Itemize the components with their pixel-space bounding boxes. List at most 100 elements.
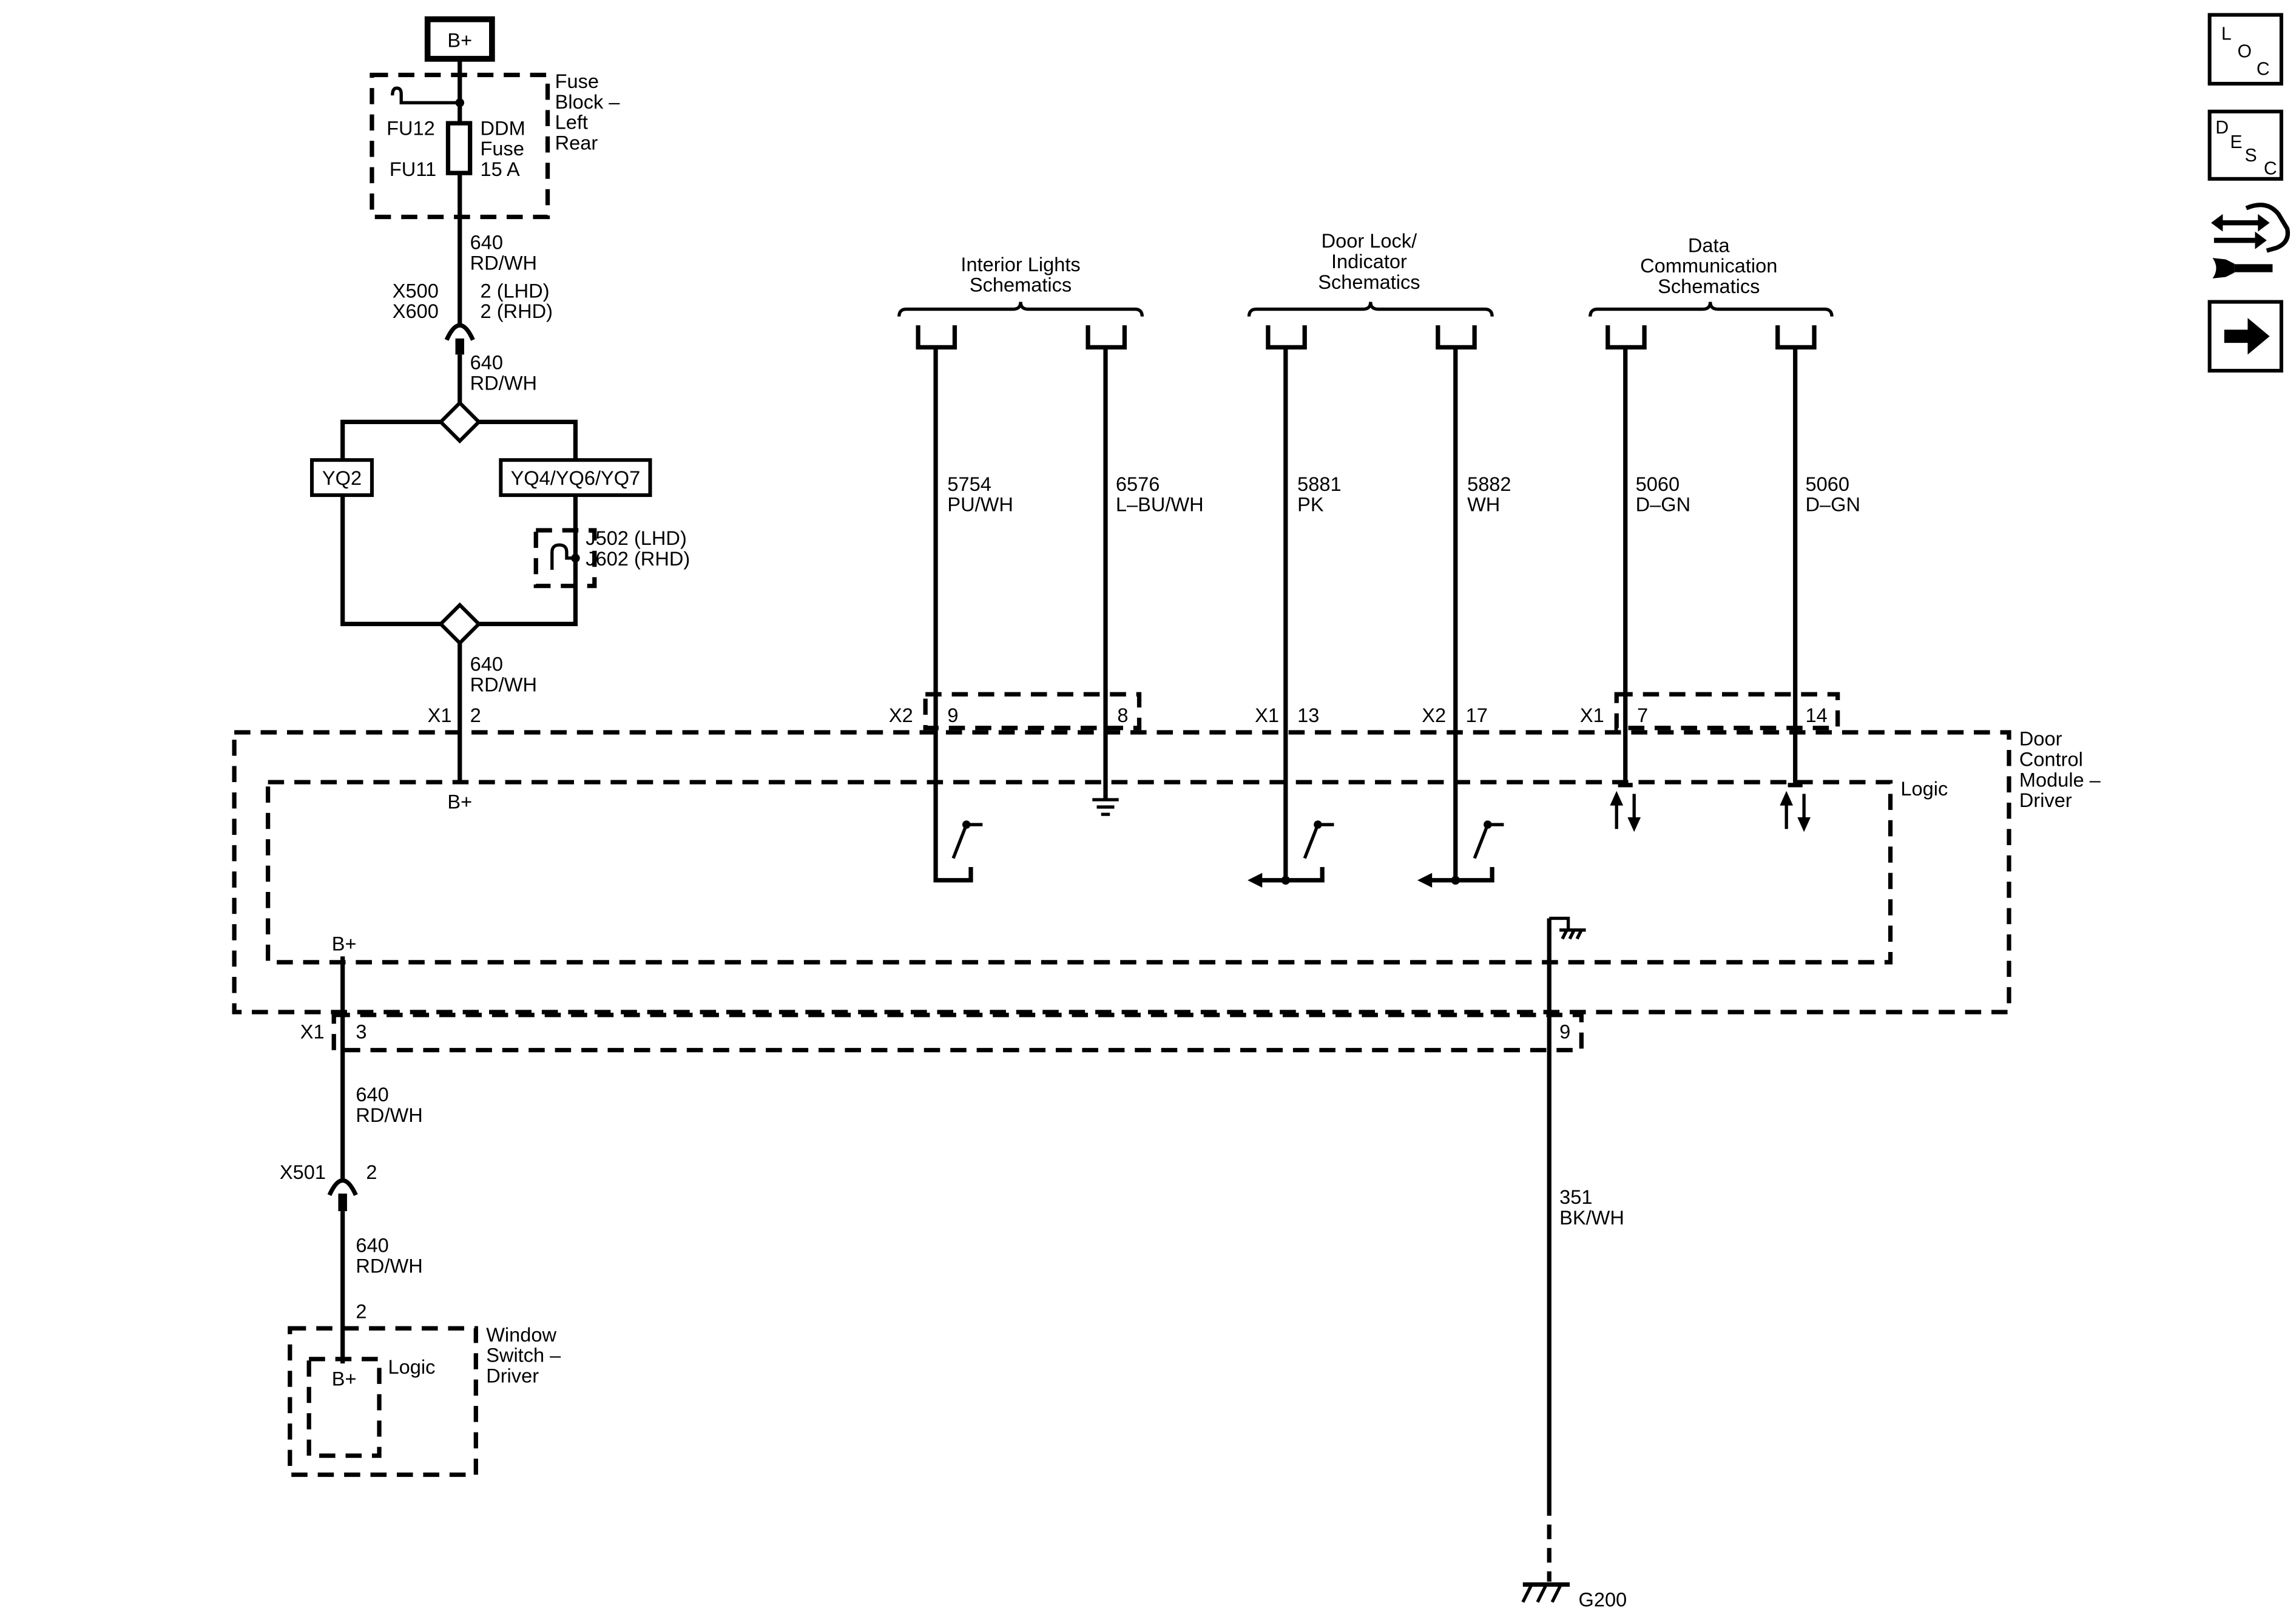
- inline-connector-x501: X501 2: [280, 1161, 377, 1212]
- power-source: B+: [424, 16, 495, 62]
- ground-name: G200: [1579, 1589, 1627, 1611]
- option-code-right: YQ4/YQ6/YQ7: [511, 467, 641, 489]
- wire-circuit-number: 640: [470, 653, 503, 675]
- module-pin-number: 13: [1297, 704, 1319, 726]
- connector-name: X500: [393, 280, 439, 302]
- diagnostic-icon[interactable]: [2211, 203, 2290, 279]
- module-name-line: Control: [2019, 749, 2083, 771]
- module-pin-number: 7: [1637, 704, 1648, 726]
- jumper-name: J502 (LHD): [586, 527, 687, 549]
- power-source-label: B+: [447, 30, 472, 52]
- module-connector-x2-outline: [923, 692, 1142, 731]
- reference-interior-lights[interactable]: Interior Lights Schematics: [897, 254, 1144, 349]
- wire-color-code: RD/WH: [356, 1255, 422, 1277]
- module-pin-number: 9: [947, 704, 958, 726]
- fuse-label-line: DDM: [481, 117, 525, 139]
- wrench-head: [2212, 258, 2235, 279]
- branch-left-bottom: [340, 495, 441, 627]
- window-switch-name-line: Switch –: [486, 1345, 561, 1366]
- module-pin-number: 2: [470, 704, 481, 726]
- fuse-block-name-line: Fuse: [555, 70, 599, 92]
- desc-letter: S: [2245, 146, 2257, 166]
- module-pin-number: 9: [1559, 1021, 1570, 1042]
- loc-letter: O: [2237, 41, 2251, 61]
- window-switch: 2 Window Switch – Driver Logic B+: [288, 1300, 561, 1477]
- fuse-id-lower: FU11: [390, 158, 436, 180]
- jumper-symbol: [550, 543, 576, 570]
- connector-pin: 2 (RHD): [481, 300, 553, 322]
- wire-color-code: WH: [1467, 494, 1500, 516]
- next-page-button[interactable]: [2207, 300, 2283, 373]
- module-connector-x1-bottom-outline: [331, 1013, 1584, 1053]
- feed-wire-3: 640 RD/WH X1 2 B+: [428, 643, 537, 813]
- jumper-dot: [571, 553, 580, 563]
- arrow-right-icon: [2258, 214, 2270, 232]
- connector-male-pin: [338, 1193, 347, 1212]
- option-branches: YQ2 YQ4/YQ6/YQ7 J502 (LHD) J602 (RHD): [310, 400, 690, 646]
- module-name-line: Module –: [2019, 769, 2101, 791]
- wire-color-code: BK/WH: [1559, 1207, 1624, 1229]
- module-pin-number: 17: [1466, 704, 1488, 726]
- arrow-left-icon: [1417, 873, 1433, 888]
- module-logic-outline: [266, 780, 1893, 965]
- internal-ground-symbol: [1549, 916, 1586, 940]
- reference-bracket: [897, 302, 1144, 317]
- power-source-box: [424, 16, 495, 62]
- wire-color-code: L–BU/WH: [1116, 494, 1204, 516]
- window-switch-logic-outline: [306, 1357, 382, 1458]
- arrow-left-icon: [2211, 214, 2223, 232]
- module-pin-number: 14: [1806, 704, 1828, 726]
- ground-symbol: [1092, 798, 1119, 816]
- circuit-5881: 5881 PK X1 13: [1248, 347, 1342, 888]
- wire-circuit-number: 351: [1559, 1186, 1592, 1208]
- connector-pin: 2 (LHD): [481, 280, 550, 302]
- feed-wire-1: 640 RD/WH: [458, 173, 537, 327]
- fuse-block-name-line: Rear: [555, 132, 598, 154]
- module-name-line: Driver: [2019, 789, 2072, 811]
- wire-circuit-number: 640: [470, 232, 503, 254]
- module-name-line: Door: [2019, 728, 2062, 750]
- arrow-down-icon: [1627, 817, 1641, 832]
- fuse-bus-connection: [391, 86, 460, 104]
- option-box-right: [499, 458, 652, 498]
- desc-icon[interactable]: [2207, 109, 2283, 181]
- chassis-ground-icon: [1521, 1584, 1562, 1603]
- wire-circuit-number: 5754: [947, 473, 991, 495]
- wire-circuit-number: 640: [470, 352, 503, 374]
- connector-name: X501: [280, 1161, 326, 1183]
- feed-wire-2: 640 RD/WH: [458, 352, 537, 403]
- circuit-6576: 6576 L–BU/WH 8: [1092, 347, 1204, 816]
- wire-circuit-number: 5060: [1636, 473, 1680, 495]
- wire-circuit-number: 640: [356, 1084, 388, 1106]
- module-connector-name: X1: [300, 1021, 325, 1042]
- fuse-block-name-line: Left: [555, 112, 588, 133]
- option-code-left: YQ2: [322, 467, 362, 489]
- reference-title-line: Schematics: [1318, 271, 1420, 293]
- window-switch-name-line: Window: [486, 1324, 556, 1346]
- module-pin-number: 3: [356, 1021, 366, 1042]
- module-connector-name: X2: [889, 704, 913, 726]
- fuse-block-name-line: Block –: [555, 91, 621, 113]
- desc-letter: C: [2264, 159, 2277, 179]
- wire-circuit-number: 5060: [1806, 473, 1849, 495]
- loc-button[interactable]: L O C: [2207, 13, 2283, 86]
- reference-title-line: Data: [1688, 234, 1730, 256]
- wire-circuit-number: 640: [356, 1235, 388, 1257]
- branch-right-top: [479, 419, 578, 461]
- fuse-id-upper: FU12: [387, 117, 435, 139]
- reference-data-communication[interactable]: Data Communication Schematics: [1589, 234, 1834, 349]
- connector-female-arc: [444, 323, 475, 341]
- wire-5060: [1618, 347, 1633, 788]
- module-logic-label: Logic: [1900, 778, 1948, 800]
- loc-icon[interactable]: [2207, 13, 2283, 86]
- desc-button[interactable]: D E S C: [2207, 109, 2283, 181]
- module-pin-number: 8: [1117, 704, 1128, 726]
- reference-bracket: [1247, 302, 1494, 317]
- reference-title-line: Interior Lights: [961, 254, 1080, 275]
- wire-color-code: RD/WH: [470, 372, 537, 394]
- reference-title-line: Schematics: [970, 274, 1072, 296]
- reference-bracket: [1589, 302, 1834, 317]
- desc-letter: D: [2215, 118, 2229, 138]
